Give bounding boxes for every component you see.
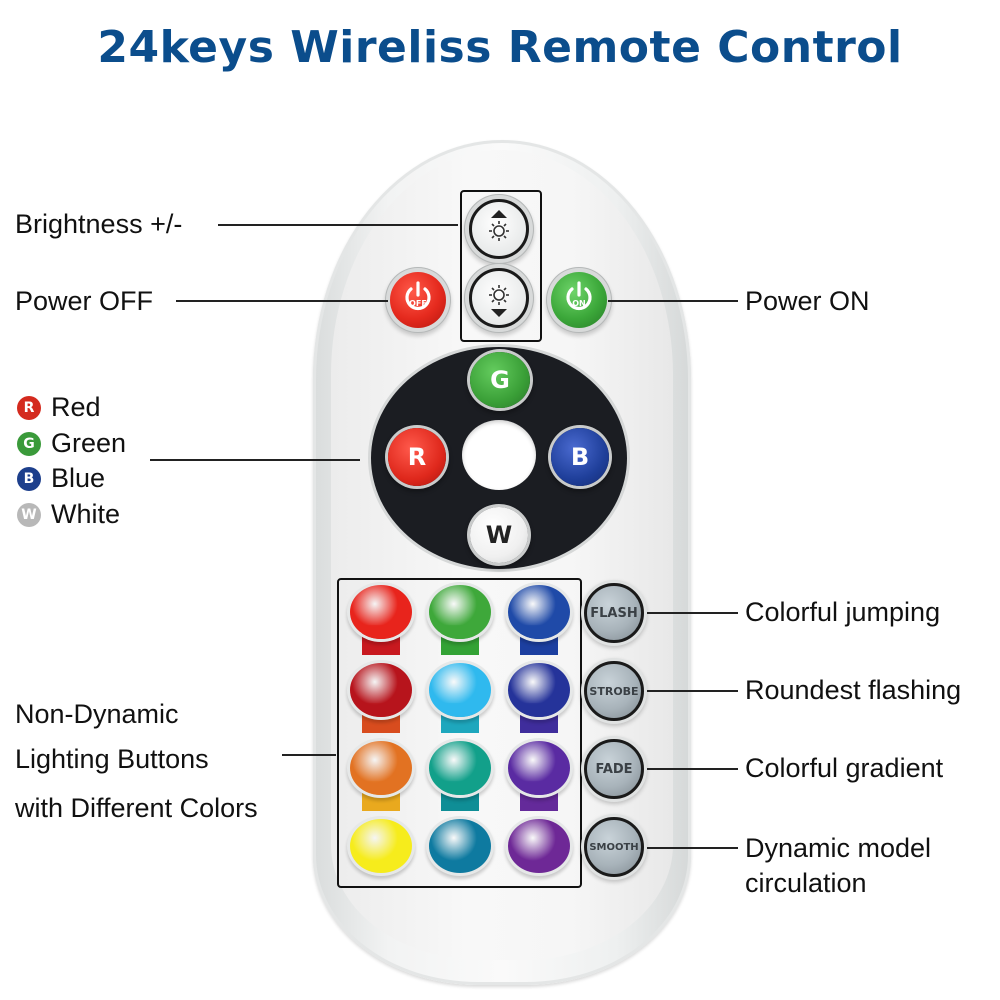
blue-button-label: B	[570, 443, 590, 471]
red-button[interactable]: R	[388, 428, 446, 486]
legend-dot-white: W	[17, 502, 41, 527]
strobe-leader-line	[647, 690, 738, 692]
color-button-r2-c2[interactable]	[429, 663, 491, 717]
legend-item-white: W White	[17, 499, 120, 530]
fade-leader-line	[647, 768, 738, 770]
legend-dot-red: R	[17, 395, 41, 420]
fade-button[interactable]: FADE	[584, 739, 644, 799]
color-button-r4-c3[interactable]	[508, 819, 570, 873]
colorful-gradient-label: Colorful gradient	[745, 753, 944, 783]
legend-dot-green: G	[17, 431, 41, 456]
brightness-label: Brightness +/-	[15, 209, 183, 239]
legend-label-red: Red	[51, 392, 101, 422]
white-button-label: W	[485, 521, 513, 549]
brightness-group-frame	[460, 190, 542, 342]
blue-button[interactable]: B	[551, 428, 609, 486]
power-off-text: OFF	[409, 299, 427, 308]
strobe-button[interactable]: STROBE	[584, 661, 644, 721]
green-button[interactable]: G	[470, 352, 530, 408]
smooth-button-label: SMOOTH	[589, 841, 639, 853]
brightness-leader-line	[218, 224, 458, 226]
non-dynamic-label-line3: with Different Colors	[15, 793, 258, 823]
power-on-text: ON	[572, 299, 586, 308]
color-button-r3-c1[interactable]	[350, 741, 412, 795]
brightness-down-icon	[489, 285, 509, 317]
green-button-label: G	[490, 366, 510, 394]
color-button-r4-c1[interactable]	[350, 819, 412, 873]
legend-label-blue: Blue	[51, 463, 106, 493]
dynamic-model-label-line1: Dynamic model	[745, 833, 932, 863]
power-off-leader-line	[176, 300, 388, 302]
brightness-up-button[interactable]	[469, 199, 529, 259]
color-button-r3-c3[interactable]	[508, 741, 570, 795]
color-button-r2-c1[interactable]	[350, 663, 412, 717]
color-button-r1-c3[interactable]	[508, 585, 570, 639]
power-off-label: Power OFF	[15, 286, 154, 316]
power-off-button[interactable]: OFF	[390, 272, 446, 328]
color-button-r1-c1[interactable]	[350, 585, 412, 639]
white-button[interactable]: W	[470, 507, 528, 563]
color-button-r4-c2[interactable]	[429, 819, 491, 873]
legend-item-red: R Red	[17, 392, 101, 423]
power-on-icon	[566, 281, 592, 311]
legend-label-green: Green	[51, 428, 127, 458]
brightness-up-icon	[489, 210, 509, 241]
color-grid-frame	[337, 578, 582, 888]
page-title: 24keys Wireliss Remote Control	[97, 22, 903, 73]
non-dynamic-label-line2: Lighting Buttons	[15, 744, 209, 774]
rgbw-leader-line	[150, 459, 360, 461]
power-off-icon	[405, 281, 431, 311]
power-on-label: Power ON	[745, 286, 870, 316]
color-button-r2-c3[interactable]	[508, 663, 570, 717]
flash-leader-line	[647, 612, 738, 614]
smooth-leader-line	[647, 847, 738, 849]
legend-dot-blue: B	[17, 466, 41, 491]
power-on-leader-line	[608, 300, 738, 302]
red-button-label: R	[407, 443, 427, 471]
rgbw-center-ring	[462, 420, 536, 490]
color-button-r3-c2[interactable]	[429, 741, 491, 795]
power-on-button[interactable]: ON	[551, 272, 607, 328]
non-dynamic-leader-line	[282, 754, 336, 756]
flash-button[interactable]: FLASH	[584, 583, 644, 643]
color-button-r1-c2[interactable]	[429, 585, 491, 639]
roundest-flashing-label: Roundest flashing	[745, 675, 962, 705]
legend-item-green: G Green	[17, 428, 126, 459]
smooth-button[interactable]: SMOOTH	[584, 817, 644, 877]
non-dynamic-label-line1: Non-Dynamic	[15, 699, 179, 729]
dynamic-model-label-line2: circulation	[745, 868, 867, 898]
strobe-button-label: STROBE	[589, 684, 639, 698]
fade-button-label: FADE	[595, 761, 633, 777]
legend-item-blue: B Blue	[17, 463, 105, 494]
legend-label-white: White	[51, 499, 121, 529]
flash-button-label: FLASH	[590, 605, 638, 621]
brightness-down-button[interactable]	[469, 268, 529, 328]
colorful-jumping-label: Colorful jumping	[745, 597, 941, 627]
